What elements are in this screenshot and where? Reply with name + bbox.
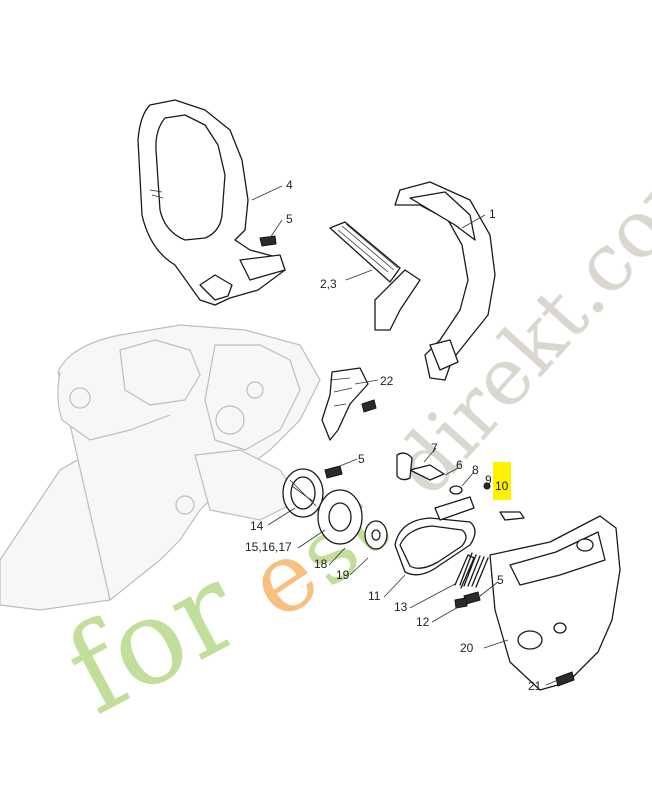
label-part-19: 19: [336, 568, 350, 582]
label-part-5-mid: 5: [358, 452, 365, 466]
rear-handle: [137, 99, 286, 306]
label-part-18: 18: [314, 557, 328, 571]
label-part-5-cover: 5: [497, 573, 504, 587]
callout-labels: 1 2,3 4 5 5 5 22 7 6 8 9 10 14 15,16,17 …: [245, 178, 542, 693]
label-part-1: 1: [489, 207, 496, 221]
label-part-10: 10: [495, 479, 509, 493]
label-part-4: 4: [286, 178, 293, 192]
label-part-5-top: 5: [286, 212, 293, 226]
label-part-15-16-17: 15,16,17: [245, 540, 292, 554]
front-handle: [374, 181, 496, 381]
watermark-text-grey: direkt.com: [375, 126, 652, 513]
label-part-20: 20: [460, 641, 474, 655]
label-part-21: 21: [528, 679, 542, 693]
label-part-14: 14: [250, 519, 264, 533]
chainsaw-housing: [0, 324, 321, 611]
label-part-7: 7: [431, 441, 438, 455]
leader-lines: [251, 185, 559, 686]
label-part-8: 8: [472, 463, 479, 477]
sprocket-cover-parts: [259, 235, 525, 609]
label-part-6: 6: [456, 458, 463, 472]
highlight-box: [493, 462, 511, 500]
label-part-2-3: 2,3: [320, 277, 337, 291]
sprocket-cover: [489, 515, 621, 691]
label-part-11: 11: [368, 589, 381, 603]
label-part-9: 9: [485, 473, 492, 487]
hand-guard-plate: [329, 221, 401, 283]
label-part-13: 13: [394, 600, 408, 614]
label-part-22: 22: [380, 374, 394, 388]
label-part-12: 12: [416, 615, 430, 629]
